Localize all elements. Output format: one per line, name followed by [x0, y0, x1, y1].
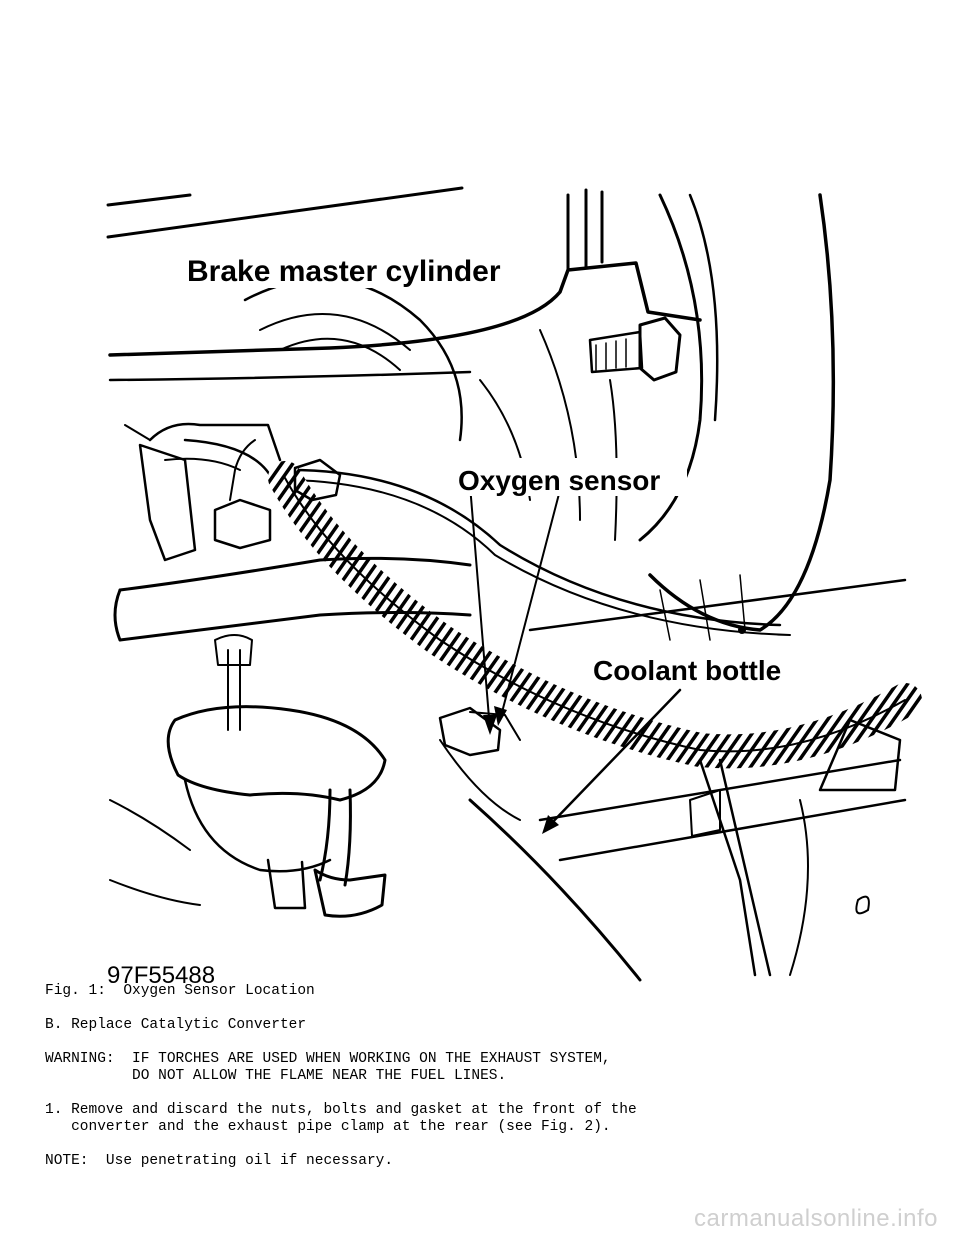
- document-text: Fig. 1: Oxygen Sensor Location B. Replac…: [45, 983, 925, 1170]
- figure-id: 97F55488: [107, 962, 215, 989]
- oxygen-sensor-diagram: Brake master cylinder Oxygen sensor Cool…: [106, 186, 922, 989]
- label-coolant-bottle: Coolant bottle: [593, 655, 781, 686]
- step-1-line-1: 1. Remove and discard the nuts, bolts an…: [45, 1102, 637, 1118]
- note-text: NOTE: Use penetrating oil if necessary.: [45, 1153, 394, 1169]
- step-1-line-2: converter and the exhaust pipe clamp at …: [45, 1119, 611, 1135]
- section-heading: B. Replace Catalytic Converter: [45, 1017, 307, 1033]
- label-oxygen-sensor: Oxygen sensor: [458, 465, 660, 496]
- watermark: carmanualsonline.info: [694, 1205, 938, 1232]
- figure-caption: Fig. 1: Oxygen Sensor Location: [45, 983, 315, 999]
- warning-line-1: WARNING: IF TORCHES ARE USED WHEN WORKIN…: [45, 1051, 611, 1067]
- label-brake-master-cylinder: Brake master cylinder: [187, 255, 501, 288]
- warning-line-2: DO NOT ALLOW THE FLAME NEAR THE FUEL LIN…: [45, 1068, 507, 1084]
